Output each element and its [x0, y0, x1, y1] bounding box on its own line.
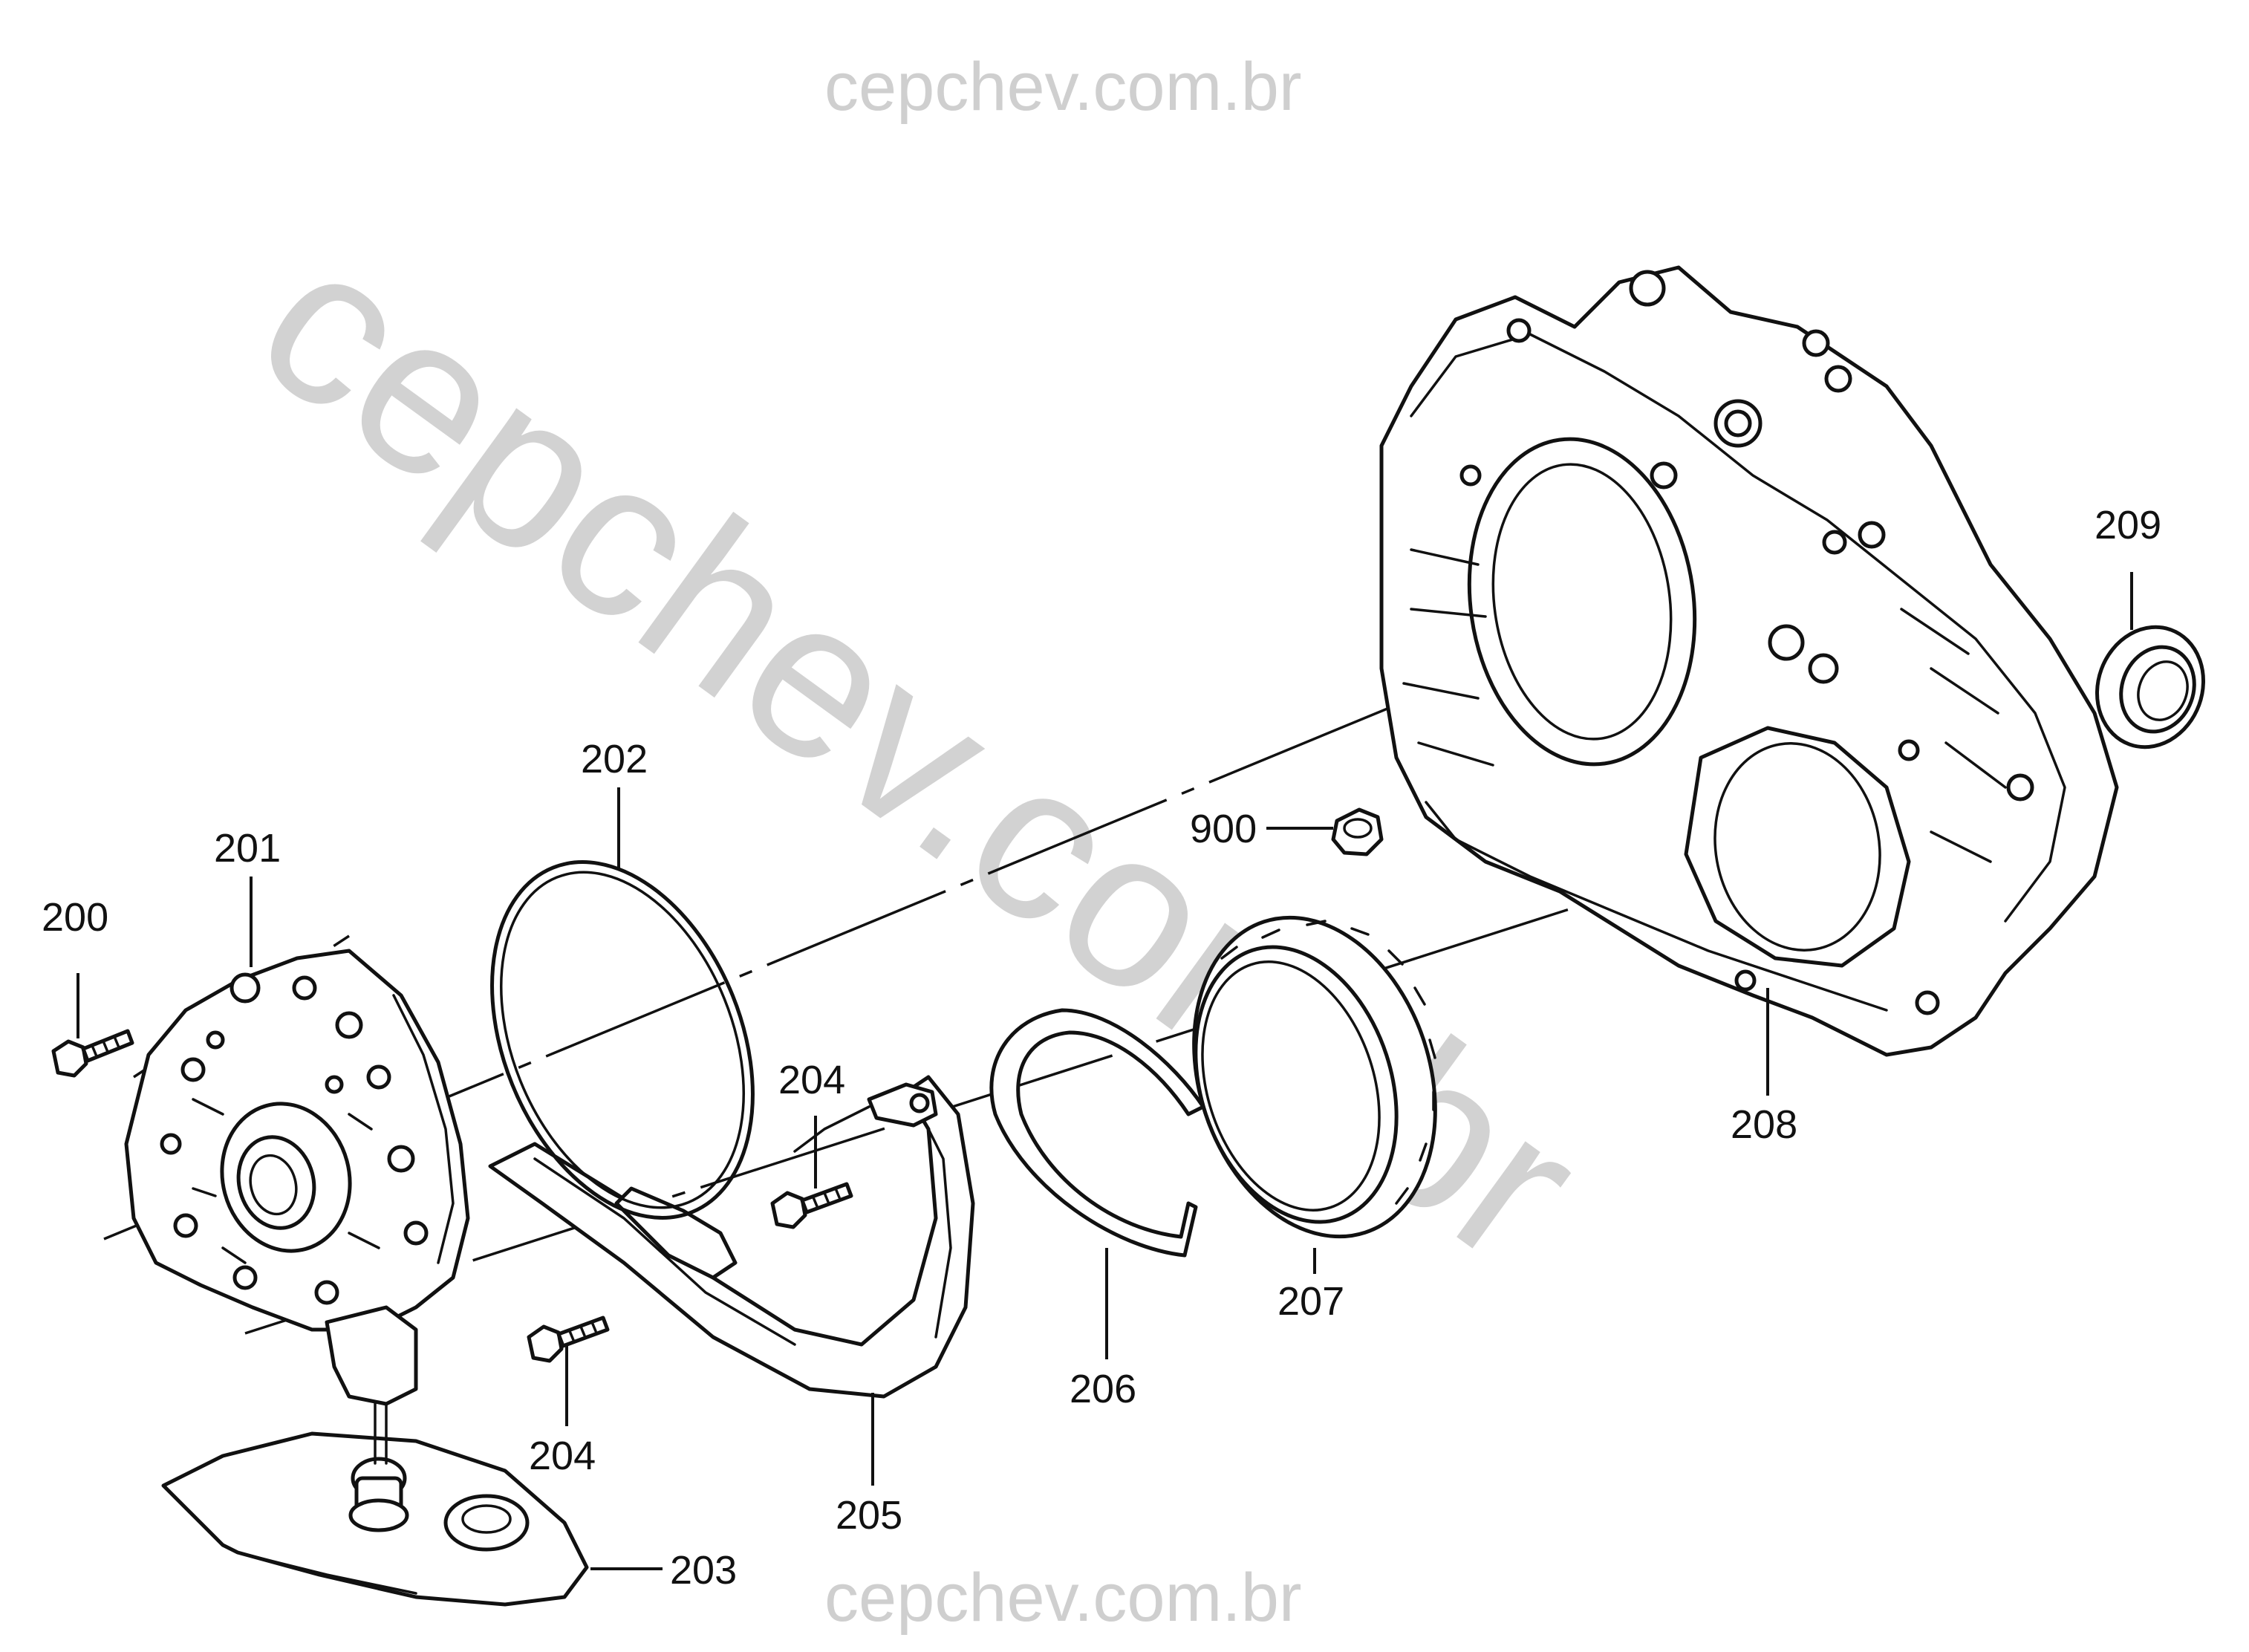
part-209-seal [2095, 625, 2206, 749]
watermark-bottom: cepchev.com.br [824, 1560, 1302, 1636]
part-201-pump [124, 949, 470, 1406]
leader-lines [77, 572, 2133, 1570]
callout-labels: 200 201 202 203 204 204 205 206 207 208 … [42, 503, 2161, 1593]
callout-209: 209 [2095, 503, 2161, 547]
part-204-bolt-lower [527, 1316, 610, 1363]
part-207-ring-gear [1192, 915, 1437, 1239]
part-204-bolt-upper [770, 1182, 853, 1229]
part-200-bolt [51, 1029, 134, 1078]
callout-204-lower: 204 [529, 1434, 596, 1478]
callout-206: 206 [1070, 1367, 1136, 1411]
part-900-plug [1331, 807, 1384, 856]
callout-201: 201 [214, 826, 281, 871]
callout-200: 200 [42, 895, 108, 940]
part-203-filter [161, 1402, 589, 1607]
callout-900: 900 [1190, 807, 1257, 851]
part-208-case [1379, 265, 2119, 1057]
callout-205: 205 [836, 1493, 902, 1538]
callout-204-upper: 204 [778, 1058, 845, 1102]
part-202-seal-ring [490, 860, 755, 1220]
callout-203: 203 [670, 1548, 737, 1593]
callout-208: 208 [1731, 1102, 1797, 1147]
part-205-cover [488, 1075, 975, 1399]
part-206-snap-ring [989, 1008, 1205, 1258]
callout-202: 202 [581, 737, 648, 781]
callout-207: 207 [1278, 1279, 1344, 1324]
watermark-top: cepchev.com.br [824, 49, 1302, 125]
